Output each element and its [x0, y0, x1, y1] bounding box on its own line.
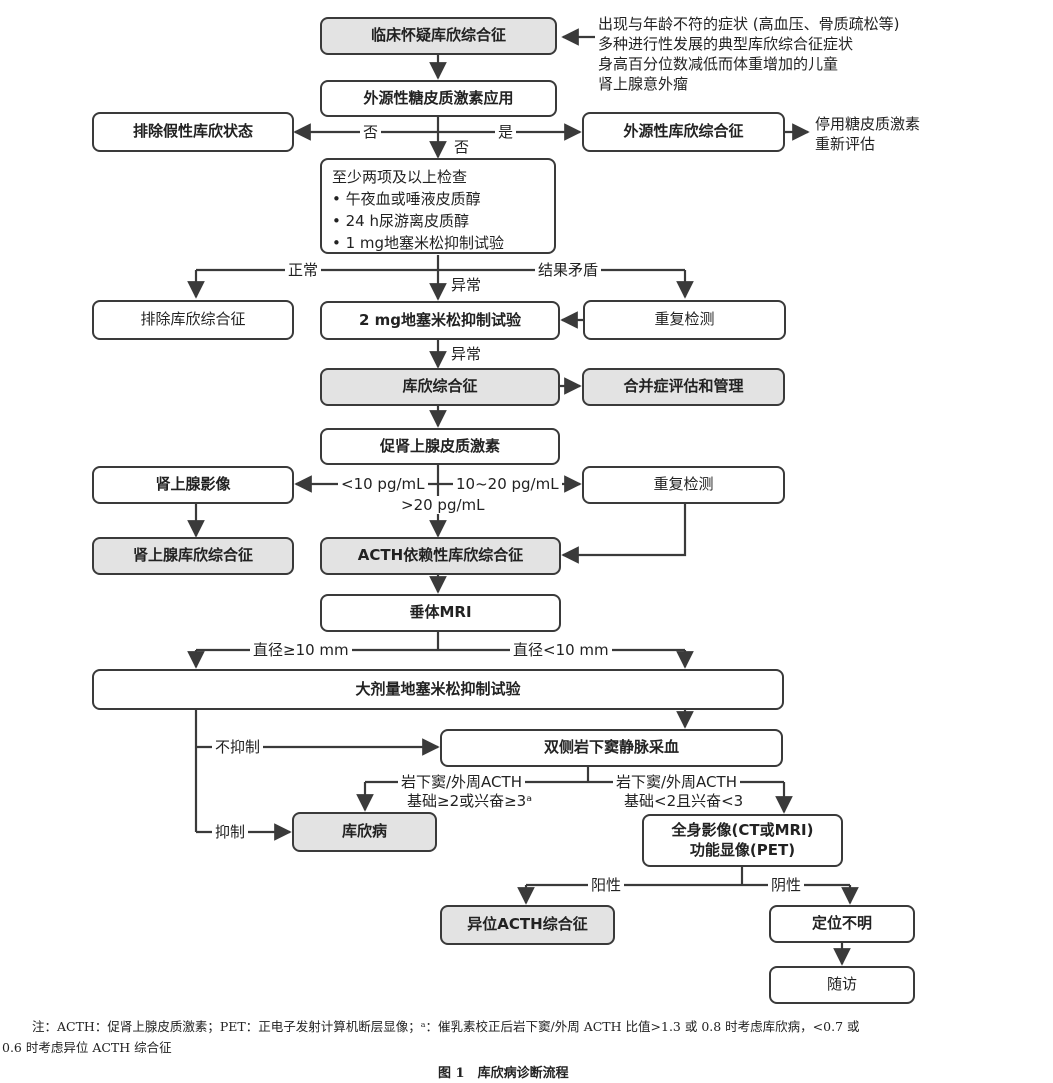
box-high-dose-dex-test: 大剂量地塞米松抑制试验 [92, 669, 784, 710]
label-negative: 阴性 [768, 876, 805, 894]
symptom-note-1: 出现与年龄不符的症状 (高血压、骨质疏松等) [598, 15, 900, 33]
imaging-line-pet: 功能显像(PET) [689, 840, 796, 859]
label-no-down: 否 [451, 138, 473, 156]
box-screening-tests: 至少两项及以上检查 • 午夜血或唾液皮质醇 • 24 h尿游离皮质醇 • 1 m… [320, 158, 556, 254]
box-whole-body-imaging: 全身影像(CT或MRI) 功能显像(PET) [642, 814, 843, 867]
box-adrenal-imaging: 肾上腺影像 [92, 466, 294, 504]
box-pituitary-mri: 垂体MRI [320, 594, 561, 632]
label-acth-lt10: <10 pg/mL [338, 475, 428, 493]
box-ectopic-acth: 异位ACTH综合征 [440, 905, 615, 945]
imaging-line-ct-mri: 全身影像(CT或MRI) [671, 821, 814, 839]
box-unlocated: 定位不明 [769, 905, 915, 943]
label-diameter-ge10: 直径≥10 mm [250, 641, 352, 659]
box-cushing-syndrome: 库欣综合征 [320, 368, 560, 406]
label-ratio-high-1: 岩下窦/外周ACTH [398, 773, 525, 791]
box-exogenous-steroid-use: 外源性糖皮质激素应用 [320, 80, 557, 117]
screening-tests-title: 至少两项及以上检查 [332, 168, 468, 186]
label-acth-10-20: 10~20 pg/mL [453, 475, 562, 493]
box-cushing-disease: 库欣病 [292, 812, 437, 852]
label-abnormal-1: 异常 [448, 276, 485, 294]
label-positive: 阳性 [588, 876, 625, 894]
box-suspect-cushing: 临床怀疑库欣综合征 [320, 17, 557, 55]
box-exclude-pseudo-cushing: 排除假性库欣状态 [92, 112, 294, 152]
label-acth-gt20: >20 pg/mL [398, 496, 488, 514]
box-adrenal-cushing: 肾上腺库欣综合征 [92, 537, 294, 575]
stop-steroid-note: 停用糖皮质激素 [815, 115, 921, 133]
label-ratio-high-2: 基础≥2或兴奋≥3ᵃ [404, 792, 536, 810]
box-complications: 合并症评估和管理 [582, 368, 785, 406]
box-acth-dependent-cushing: ACTH依赖性库欣综合征 [320, 537, 561, 575]
label-ratio-low-1: 岩下窦/外周ACTH [613, 773, 740, 791]
box-repeat-test-2: 重复检测 [582, 466, 785, 504]
label-not-suppressed: 不抑制 [212, 738, 264, 756]
footnote-line-1: 注：ACTH：促肾上腺皮质激素；PET：正电子发射计算机断层显像；ᵃ：催乳素校正… [32, 1019, 860, 1034]
box-exogenous-cushing: 外源性库欣综合征 [582, 112, 785, 152]
label-normal: 正常 [285, 261, 322, 279]
footnote-line-2: 0.6 时考虑异位 ACTH 综合征 [2, 1040, 172, 1055]
label-suppressed: 抑制 [212, 823, 249, 841]
screening-test-3: • 1 mg地塞米松抑制试验 [332, 234, 505, 252]
label-abnormal-2: 异常 [448, 345, 485, 363]
symptom-note-4: 肾上腺意外瘤 [598, 75, 689, 93]
screening-test-1: • 午夜血或唾液皮质醇 [332, 190, 481, 208]
box-exclude-cushing: 排除库欣综合征 [92, 300, 294, 340]
symptom-note-3: 身高百分位数减低而体重增加的儿童 [598, 55, 839, 73]
box-ipss: 双侧岩下窦静脉采血 [440, 729, 783, 767]
label-no-left: 否 [360, 123, 382, 141]
box-follow-up: 随访 [769, 966, 915, 1004]
symptom-note-2: 多种进行性发展的典型库欣综合征症状 [598, 35, 854, 53]
label-inconsistent: 结果矛盾 [535, 261, 602, 279]
box-acth: 促肾上腺皮质激素 [320, 428, 560, 465]
label-yes: 是 [495, 123, 517, 141]
box-2mg-dex-test: 2 mg地塞米松抑制试验 [320, 301, 560, 340]
reassess-note: 重新评估 [815, 135, 876, 153]
screening-test-2: • 24 h尿游离皮质醇 [332, 212, 469, 230]
label-diameter-lt10: 直径<10 mm [510, 641, 612, 659]
figure-caption: 图 1 库欣病诊断流程 [438, 1066, 569, 1081]
label-ratio-low-2: 基础<2且兴奋<3 [621, 792, 747, 810]
box-repeat-test-1: 重复检测 [583, 300, 786, 340]
